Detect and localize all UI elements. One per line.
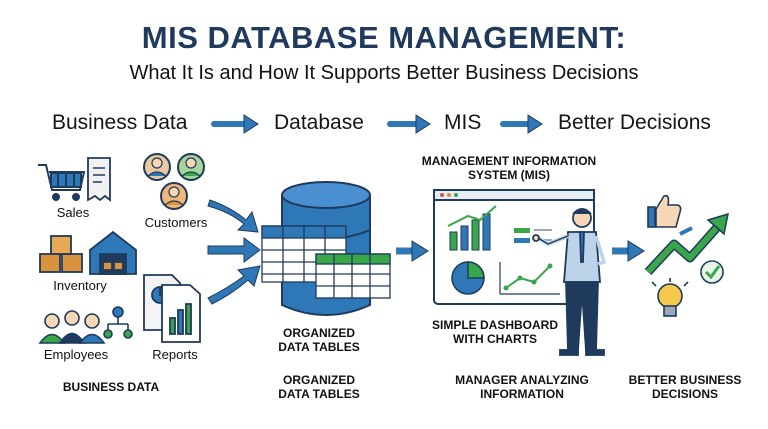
warehouse-icon	[89, 230, 137, 275]
lightbulb-icon	[651, 278, 689, 317]
label-inventory: Inventory	[53, 278, 107, 293]
flow-arrow-1	[211, 114, 259, 134]
caption-mis-title: MANAGEMENT INFORMATION SYSTEM (MIS)	[404, 154, 614, 182]
page-subtitle: What It Is and How It Supports Better Bu…	[129, 62, 639, 84]
caption-line: DATA TABLES	[278, 387, 360, 401]
caption-line: INFORMATION	[480, 387, 564, 401]
org-chart-icon	[103, 306, 133, 339]
caption-line: ORGANIZED	[283, 326, 355, 340]
caption-organized-data-tables-1: ORGANIZED DATA TABLES	[264, 326, 374, 354]
dashboard-bar-chart	[447, 205, 497, 251]
flow-step-better-decisions: Better Decisions	[558, 111, 711, 134]
reports-icon	[143, 274, 201, 343]
dashboard-line-chart	[499, 262, 560, 295]
caption-line: MANAGER ANALYZING	[455, 373, 589, 387]
growth-arrow-icon	[644, 212, 729, 276]
caption-line: DECISIONS	[651, 387, 718, 401]
flow-step-database: Database	[274, 111, 364, 134]
caption-business-data: BUSINESS DATA	[62, 380, 160, 394]
label-customers: Customers	[144, 215, 208, 230]
caption-manager: MANAGER ANALYZING INFORMATION	[432, 373, 612, 401]
label-employees: Employees	[43, 347, 109, 362]
caption-better-decisions: BETTER BUSINESS DECISIONS	[620, 373, 750, 401]
receipt-icon	[87, 157, 111, 202]
flow-arrow-3	[500, 114, 543, 134]
manager-figure	[532, 208, 607, 356]
label-reports: Reports	[152, 347, 198, 362]
flow-arrow-2	[387, 114, 431, 134]
flow-step-mis: MIS	[444, 111, 482, 134]
caption-line: DATA TABLES	[278, 340, 360, 354]
mis-to-decisions-arrow	[612, 240, 645, 262]
caption-line: SYSTEM (MIS)	[467, 168, 550, 182]
data-table-green	[315, 253, 391, 299]
data-to-database-arrows	[207, 199, 261, 305]
caption-dashboard: SIMPLE DASHBOARD WITH CHARTS	[420, 318, 570, 346]
caption-line: WITH CHARTS	[453, 332, 537, 346]
label-sales: Sales	[56, 205, 90, 220]
caption-line: ORGANIZED	[283, 373, 355, 387]
caption-line: SIMPLE DASHBOARD	[431, 318, 558, 332]
database-to-mis-arrow	[396, 240, 429, 262]
caption-line: BETTER BUSINESS	[628, 373, 742, 387]
shopping-cart-icon	[38, 164, 86, 201]
thumbs-up-icon	[647, 194, 682, 228]
caption-line: MANAGEMENT INFORMATION	[421, 154, 597, 168]
page-title: MIS DATABASE MANAGEMENT:	[141, 20, 627, 55]
inventory-boxes-icon	[39, 235, 83, 273]
dashboard-pie-chart	[451, 261, 485, 295]
checkmark-icon	[700, 260, 724, 284]
employees-icon	[38, 310, 106, 344]
flow-step-business-data: Business Data	[52, 111, 188, 134]
caption-organized-data-tables-2: ORGANIZED DATA TABLES	[264, 373, 374, 401]
customers-icon	[143, 153, 205, 210]
